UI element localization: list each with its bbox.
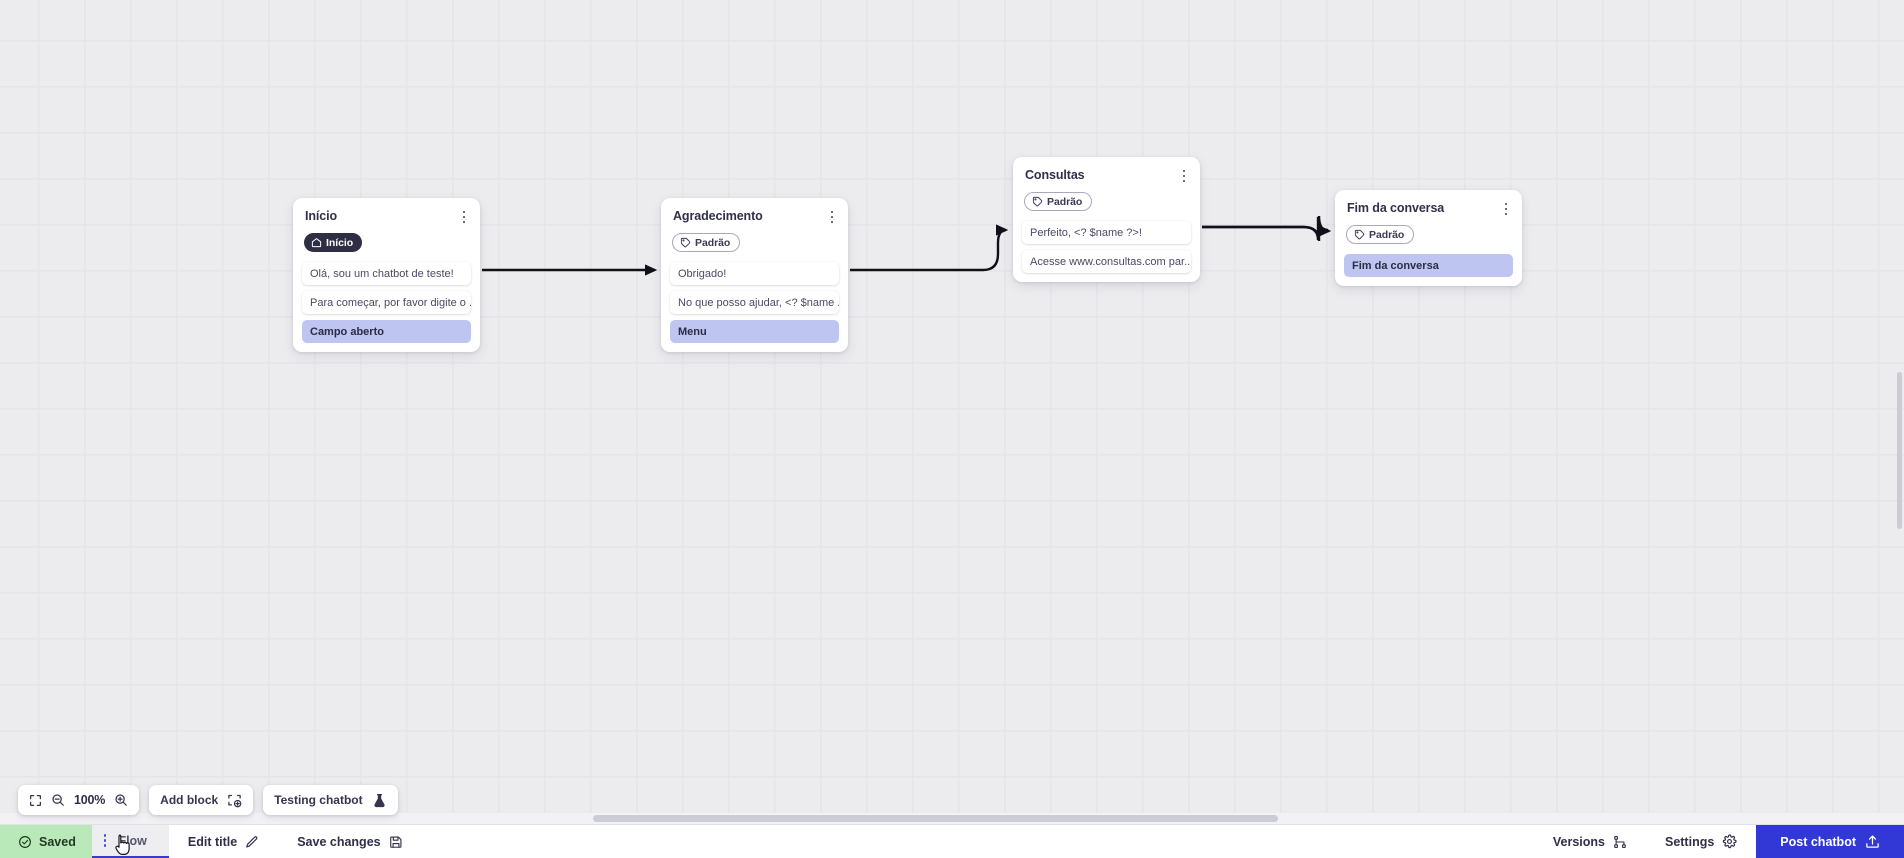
tag-icon — [1032, 196, 1043, 207]
zoom-level-value: 100% — [74, 793, 106, 807]
node-badge-label: Padrão — [1369, 228, 1405, 241]
zoom-in-icon[interactable] — [114, 793, 128, 807]
save-changes-button[interactable]: Save changes — [278, 825, 421, 858]
node-badge-row: Padrão — [1022, 185, 1191, 212]
flask-icon — [372, 793, 387, 808]
testing-chatbot-button[interactable]: Testing chatbot — [263, 785, 398, 815]
node-badge-padrao[interactable]: Padrão — [672, 233, 741, 252]
node-slots: Olá, sou um chatbot de teste! Para começ… — [302, 262, 471, 343]
statusbar-spacer — [422, 825, 1534, 858]
node-header: Consultas — [1022, 166, 1191, 185]
node-badge-inicio[interactable]: Início — [304, 233, 363, 252]
node-slot-highlight[interactable]: Campo aberto — [302, 320, 471, 343]
bottom-status-bar: Saved Flow Edit title Save changes Versi… — [0, 824, 1904, 858]
node-header: Início — [302, 207, 471, 226]
post-chatbot-label: Post chatbot — [1780, 834, 1856, 849]
canvas-toolbar: 100% Add block Testing chatbot — [18, 785, 398, 815]
flow-node-inicio[interactable]: Início Início Olá, sou um chatbot de tes… — [293, 198, 480, 352]
tab-flow[interactable]: Flow — [91, 825, 169, 858]
node-slot[interactable]: Acesse www.consultas.com par... — [1022, 250, 1191, 273]
node-badge-row: Padrão — [1344, 218, 1513, 245]
node-menu-icon[interactable] — [825, 208, 839, 226]
horizontal-scrollbar-thumb[interactable] — [593, 815, 1278, 822]
node-badge-label: Padrão — [1047, 195, 1083, 208]
tag-icon — [1354, 229, 1365, 240]
node-badge-label: Padrão — [695, 236, 731, 249]
flow-node-consultas[interactable]: Consultas Padrão Perfeito, <? $name ?>! … — [1013, 157, 1200, 282]
node-header: Agradecimento — [670, 207, 839, 226]
node-slot-highlight[interactable]: Menu — [670, 320, 839, 343]
node-title: Início — [305, 209, 338, 223]
node-badge-padrao[interactable]: Padrão — [1346, 225, 1415, 244]
node-menu-icon[interactable] — [457, 208, 471, 226]
node-slot-highlight[interactable]: Fim da conversa — [1344, 254, 1513, 277]
node-title: Consultas — [1025, 168, 1085, 182]
node-badge-padrao[interactable]: Padrão — [1024, 192, 1093, 211]
settings-label: Settings — [1664, 834, 1715, 849]
versions-button[interactable]: Versions — [1534, 825, 1646, 858]
node-slot[interactable]: No que posso ajudar, <? $name ... — [670, 291, 839, 314]
edit-title-label: Edit title — [187, 834, 238, 849]
vertical-scrollbar-thumb[interactable] — [1897, 372, 1902, 529]
edge-agradecimento-consultas — [850, 224, 1009, 272]
node-title: Fim da conversa — [1347, 201, 1445, 215]
tag-icon — [680, 237, 691, 248]
node-badge-label: Início — [326, 236, 354, 249]
gear-icon — [1723, 834, 1737, 849]
pencil-icon — [246, 835, 258, 847]
zoom-out-icon[interactable] — [51, 793, 65, 807]
edge-consultas-fim — [1202, 216, 1329, 241]
flow-node-agradecimento[interactable]: Agradecimento Padrão Obrigado! No que po… — [661, 198, 848, 352]
edit-title-button[interactable]: Edit title — [169, 825, 278, 858]
node-slots: Obrigado! No que posso ajudar, <? $name … — [670, 262, 839, 343]
floppy-disk-icon — [389, 836, 402, 848]
fit-screen-icon[interactable] — [29, 794, 42, 807]
node-slot[interactable]: Olá, sou um chatbot de teste! — [302, 262, 471, 285]
save-changes-label: Save changes — [297, 834, 381, 849]
node-menu-icon[interactable] — [1177, 167, 1191, 185]
zoom-controls: 100% — [18, 785, 140, 815]
node-slot[interactable]: Perfeito, <? $name ?>! — [1022, 221, 1191, 244]
node-slots: Fim da conversa — [1344, 254, 1513, 277]
settings-button[interactable]: Settings — [1646, 825, 1756, 858]
node-title: Agradecimento — [673, 209, 763, 223]
vertical-scrollbar[interactable] — [1895, 0, 1904, 824]
node-badge-row: Início — [302, 226, 471, 253]
node-menu-icon[interactable] — [1499, 200, 1513, 218]
branch-icon — [1614, 835, 1626, 848]
versions-label: Versions — [1552, 834, 1605, 849]
add-block-label: Add block — [160, 793, 219, 807]
flow-canvas[interactable]: Início Início Olá, sou um chatbot de tes… — [0, 0, 1904, 824]
node-badge-row: Padrão — [670, 226, 839, 253]
connector-layer — [482, 215, 1332, 276]
post-chatbot-button[interactable]: Post chatbot — [1756, 825, 1904, 858]
saved-status-badge: Saved — [0, 825, 92, 858]
upload-icon — [1866, 835, 1879, 848]
add-block-icon — [227, 793, 242, 808]
drag-handle-icon[interactable] — [98, 834, 113, 847]
add-block-button[interactable]: Add block — [149, 785, 254, 815]
check-circle-icon — [19, 835, 31, 848]
horizontal-scrollbar[interactable] — [0, 813, 1904, 824]
saved-status-label: Saved — [39, 834, 76, 849]
node-slot[interactable]: Para começar, por favor digite o ... — [302, 291, 471, 314]
tab-flow-label: Flow — [118, 833, 147, 848]
node-slots: Perfeito, <? $name ?>! Acesse www.consul… — [1022, 221, 1191, 273]
node-slot[interactable]: Obrigado! — [670, 262, 839, 285]
node-header: Fim da conversa — [1344, 199, 1513, 218]
flow-node-fim-da-conversa[interactable]: Fim da conversa Padrão Fim da conversa — [1335, 190, 1522, 286]
home-icon — [311, 238, 322, 248]
testing-chatbot-label: Testing chatbot — [274, 793, 363, 807]
edge-consultas-fim-tail — [1202, 215, 1332, 242]
